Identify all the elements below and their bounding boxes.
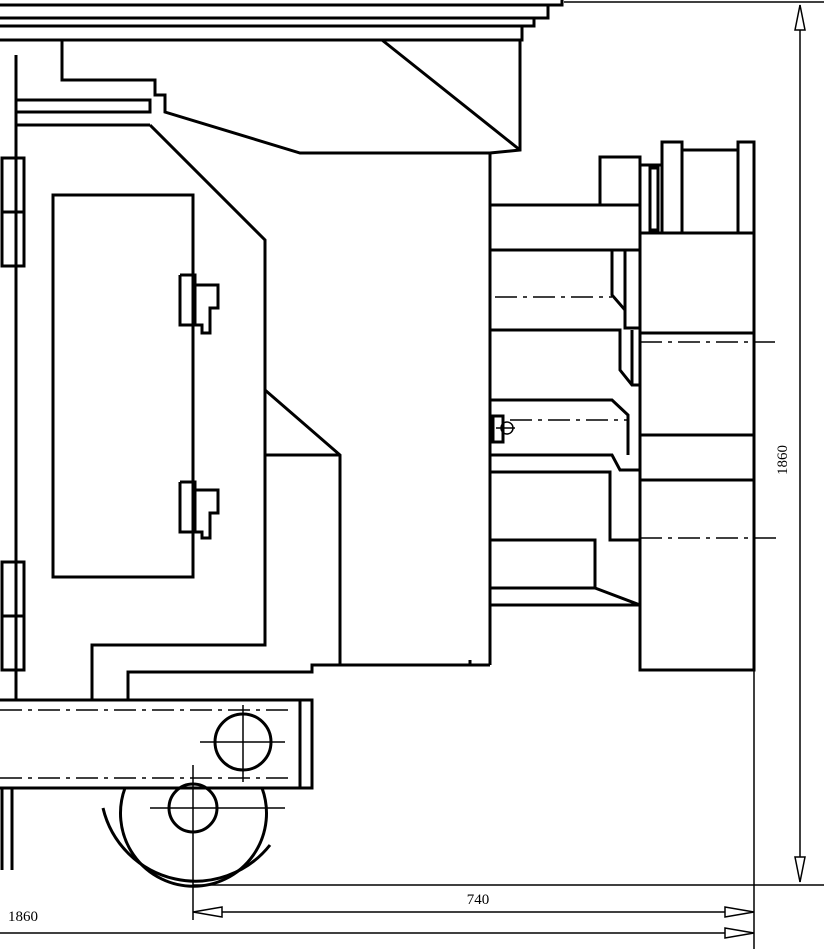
upper-housing — [14, 38, 522, 700]
height-dimension-label: 1860 — [775, 445, 791, 475]
bolt-symbol — [491, 414, 515, 444]
width-dimension — [0, 927, 755, 939]
upper-axle-wheel — [200, 705, 285, 782]
wheel-offset-label: 740 — [467, 892, 490, 908]
main-wheel — [101, 765, 285, 920]
top-beam — [0, 0, 564, 42]
left-bracket-upper — [0, 156, 26, 268]
base-frame — [0, 698, 314, 870]
right-mechanism — [490, 140, 780, 672]
door-latch-lower — [178, 480, 220, 540]
wheel-offset-dimension — [192, 906, 755, 918]
door-latch-upper — [178, 273, 220, 335]
main-body — [90, 153, 492, 700]
left-bracket-lower — [0, 560, 26, 672]
access-door — [51, 193, 195, 579]
height-dimension — [564, 1, 824, 886]
width-dimension-label: 1860 — [8, 909, 38, 925]
